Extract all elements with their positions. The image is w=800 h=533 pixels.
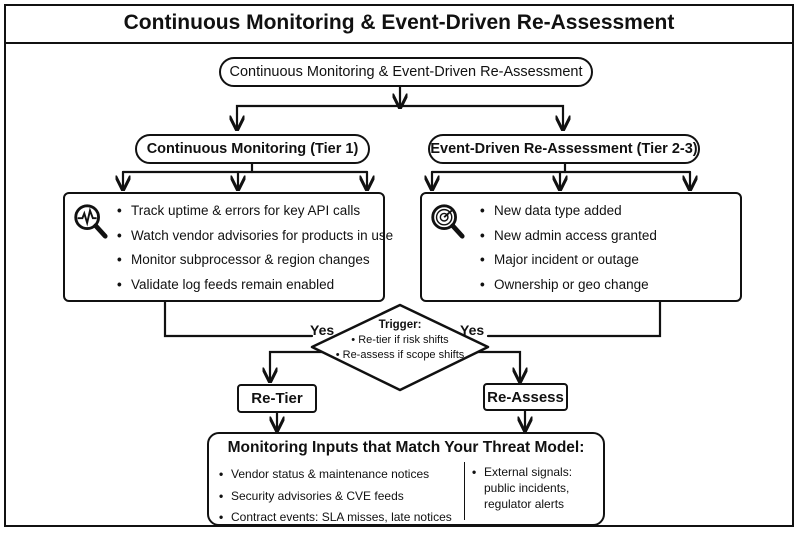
decision-text: Trigger: Re-tier if risk shifts Re-asses… <box>320 318 480 363</box>
tier1-item: Validate log feeds remain enabled <box>117 273 393 298</box>
tier23-item: New data type added <box>480 199 657 224</box>
decision-item: Re-assess if scope shifts <box>320 348 480 363</box>
inputs-item: Security advisories & CVE feeds <box>219 486 452 508</box>
tier23-item: New admin access granted <box>480 224 657 249</box>
tier23-item: Ownership or geo change <box>480 273 657 298</box>
decision-title: Trigger: <box>378 319 422 331</box>
tier1-node: Continuous Monitoring (Tier 1) <box>135 134 370 164</box>
tier1-item: Watch vendor advisories for products in … <box>117 224 393 249</box>
inputs-item: External signals: public incidents, regu… <box>472 464 597 512</box>
root-node: Continuous Monitoring & Event-Driven Re-… <box>219 57 593 87</box>
reassess-box: Re-Assess <box>483 383 568 411</box>
magnifier-radar-icon <box>431 204 465 239</box>
inputs-item: Contract events: SLA misses, late notice… <box>219 507 452 529</box>
inputs-title: Monitoring Inputs that Match Your Threat… <box>227 439 585 456</box>
tier23-panel: New data type added New admin access gra… <box>420 192 742 302</box>
retier-box: Re-Tier <box>237 384 317 413</box>
page-title: Continuous Monitoring & Event-Driven Re-… <box>4 4 794 44</box>
tier1-item: Track uptime & errors for key API calls <box>117 199 393 224</box>
tier23-node: Event-Driven Re-Assessment (Tier 2-3) <box>428 134 700 164</box>
magnifier-heartbeat-icon <box>74 204 108 239</box>
inputs-divider <box>464 462 465 520</box>
tier23-item: Major incident or outage <box>480 248 657 273</box>
decision-item: Re-tier if risk shifts <box>320 333 480 348</box>
inputs-item: Vendor status & maintenance notices <box>219 464 452 486</box>
tier1-panel: Track uptime & errors for key API calls … <box>63 192 393 302</box>
monitoring-inputs-panel: Monitoring Inputs that Match Your Threat… <box>207 432 605 529</box>
tier1-item: Monitor subprocessor & region changes <box>117 248 393 273</box>
